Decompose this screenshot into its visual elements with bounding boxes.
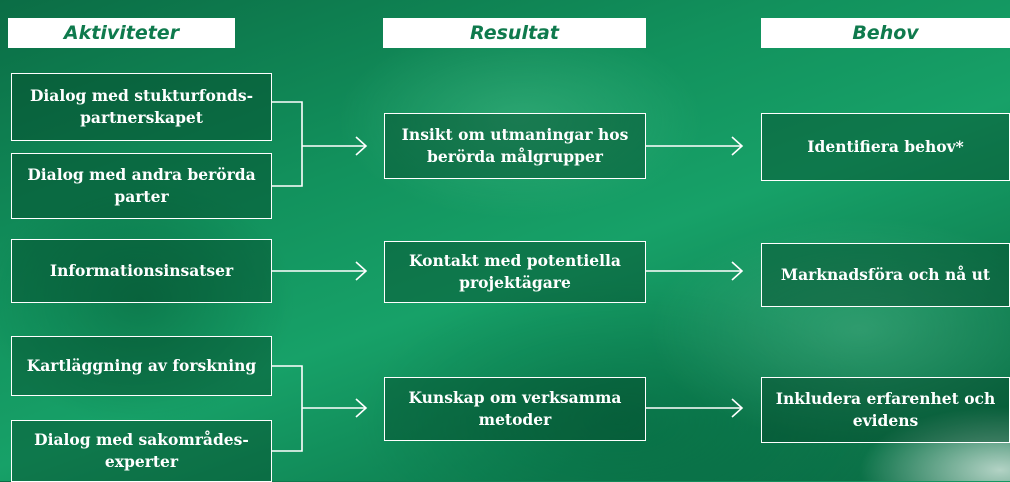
activity-mapping-research: Kartläggning av forskning <box>11 336 272 396</box>
activity-dialog-experts: Dialog med sakområdes-experter <box>11 420 272 482</box>
result-insight: Insikt om utmaningar hos berörda målgrup… <box>384 113 646 179</box>
result-contact: Kontakt med potentiella projektägare <box>384 241 646 303</box>
arrow-head-6 <box>731 398 744 418</box>
header-needs: Behov <box>761 18 1010 48</box>
result-knowledge-label: Kunskap om verksamma metoder <box>408 388 622 429</box>
need-identify-label: Identifiera behov* <box>807 137 964 156</box>
arrow-head-1 <box>355 136 368 156</box>
arrow-head-4 <box>731 261 744 281</box>
header-results: Resultat <box>383 18 646 48</box>
activity-dialog-partnership: Dialog med stukturfonds-partnerskapet <box>11 73 272 141</box>
header-activities: Aktiviteter <box>8 18 235 48</box>
activity-dialog-parties: Dialog med andra berörda parter <box>11 153 272 219</box>
result-contact-label: Kontakt med potentiella projektägare <box>409 251 621 292</box>
bracket-group-3 <box>272 365 303 452</box>
activity-dialog-partnership-label: Dialog med stukturfonds-partnerskapet <box>29 86 254 127</box>
need-market: Marknadsföra och nå ut <box>761 243 1010 307</box>
arrow-head-5 <box>355 398 368 418</box>
bracket-group-1 <box>272 101 303 187</box>
activity-dialog-parties-label: Dialog med andra berörda parter <box>27 165 256 206</box>
need-market-label: Marknadsföra och nå ut <box>780 265 991 284</box>
activity-mapping-research-label: Kartläggning av forskning <box>26 356 257 375</box>
need-include: Inkludera erfarenhet och evidens <box>761 377 1010 443</box>
activity-information-label: Informationsinsatser <box>49 261 234 280</box>
need-include-label: Inkludera erfarenhet och evidens <box>775 389 996 430</box>
activity-information: Informationsinsatser <box>11 239 272 303</box>
need-identify: Identifiera behov* <box>761 113 1010 181</box>
result-insight-label: Insikt om utmaningar hos berörda målgrup… <box>401 125 629 166</box>
activity-dialog-experts-label: Dialog med sakområdes-experter <box>34 430 249 471</box>
result-knowledge: Kunskap om verksamma metoder <box>384 377 646 441</box>
arrow-head-3 <box>355 261 368 281</box>
arrow-head-2 <box>731 136 744 156</box>
